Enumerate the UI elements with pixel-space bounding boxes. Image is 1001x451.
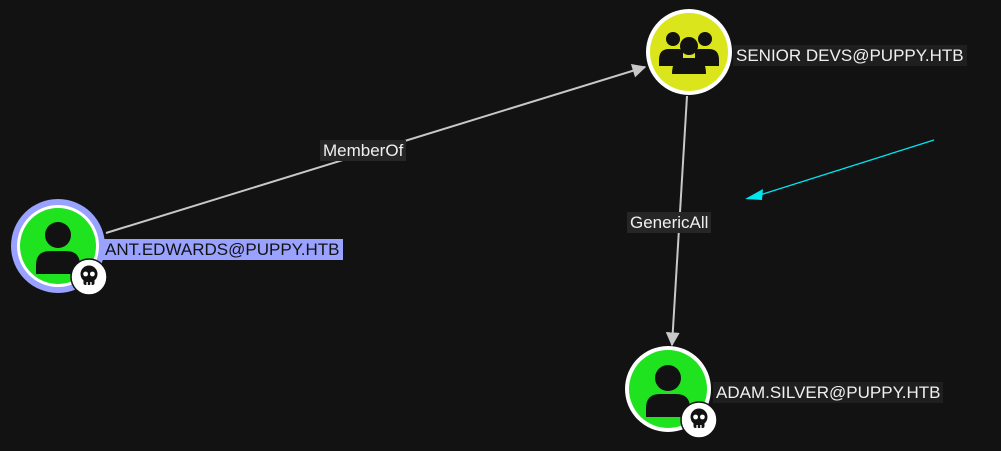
node-adam-silver[interactable] [625,346,718,439]
node-label-senior-devs[interactable]: SENIOR DEVS@PUPPY.HTB [733,45,967,66]
edge-label-memberof[interactable]: MemberOf [320,140,407,161]
group-icon [659,32,719,74]
annotation-arrow [745,139,935,200]
node-label-adam-silver[interactable]: ADAM.SILVER@PUPPY.HTB [713,382,944,403]
edge-label-genericall[interactable]: GenericAll [627,212,712,233]
node-senior-devs[interactable] [646,9,732,95]
user-icon [36,222,80,274]
node-ant-edwards[interactable] [11,199,108,296]
skull-icon [680,401,718,439]
user-icon [646,365,690,417]
skull-icon [70,258,108,296]
node-label-ant-edwards[interactable]: ANT.EDWARDS@PUPPY.HTB [102,239,343,260]
